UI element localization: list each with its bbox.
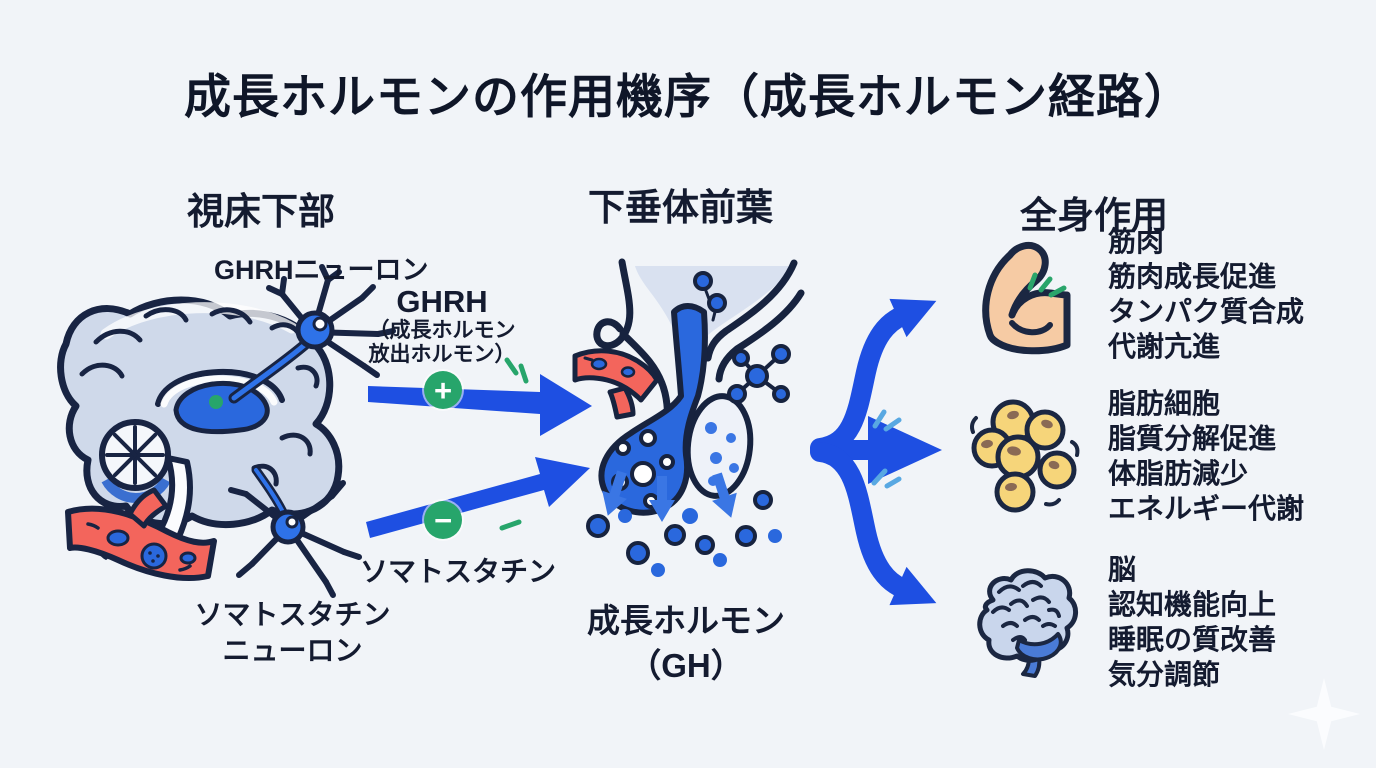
target-title-brain: 脳 [1108, 554, 1137, 585]
effect-line: 脂質分解促進 [1108, 423, 1277, 454]
cerebellum [99, 419, 171, 503]
effect-group-fat: 脂肪細胞 脂質分解促進 体脂肪減少 エネルギー代謝 [1108, 386, 1304, 526]
target-title-fat: 脂肪細胞 [1108, 388, 1221, 419]
section-header-hypothalamus: 視床下部 [187, 191, 335, 232]
gh-molecule-icon [727, 344, 791, 404]
green-sparkle-ticks [499, 357, 529, 531]
hypothalamus-region [173, 380, 270, 435]
ghrh-neuron-icon [228, 264, 396, 404]
gh-release-arrows [602, 470, 737, 522]
brain-icon [977, 568, 1078, 678]
diagram-title: 成長ホルモンの作用機序（成長ホルモン経路） [184, 70, 1192, 123]
ghrh-neuron-label: GHRHニューロン [214, 255, 429, 285]
effect-line: タンパク質合成 [1108, 296, 1305, 327]
effect-line: 筋肉成長促進 [1108, 261, 1277, 292]
effect-line: 代謝亢進 [1108, 331, 1221, 362]
blood-vessel-icon [65, 487, 217, 581]
gh-label-block: 成長ホルモン （GH） [566, 598, 806, 688]
somatostatin-neuron-label-line1: ソマトスタチン [194, 599, 391, 630]
gh-secreted-dots [586, 490, 782, 577]
somatostatin-label: ソマトスタチン [360, 556, 557, 587]
ghrh-sub-label-1: （成長ホルモン [368, 319, 516, 342]
plus-stimulation-icon: + [424, 371, 462, 409]
muscle-icon [982, 241, 1071, 355]
ghrh-label-block: GHRH （成長ホルモン 放出ホルモン） [362, 285, 522, 367]
decorative-sparkle-icon [1288, 678, 1360, 750]
gh-label-line2: （GH） [628, 647, 744, 684]
effect-line: エネルギー代謝 [1108, 493, 1305, 524]
inhibitory-arrow [366, 457, 590, 538]
effect-line: 体脂肪減少 [1108, 458, 1249, 489]
hypothalamus-nucleus-dot [209, 395, 223, 409]
effect-line: 気分調節 [1108, 659, 1221, 690]
muscle-sparkle-ticks [1027, 272, 1067, 298]
fat-cell-icon [970, 399, 1080, 513]
gh-branching-arrows [810, 298, 942, 606]
ghrh-label: GHRH [396, 284, 488, 319]
effect-group-brain: 脳 認知機能向上 睡眠の質改善 気分調節 [1108, 552, 1276, 692]
somatostatin-neuron-label: ソマトスタチン ニューロン [170, 597, 415, 669]
effect-line: 睡眠の質改善 [1108, 624, 1277, 655]
pituitary-illustration [572, 258, 805, 577]
somatostatin-neuron-icon [228, 465, 362, 598]
somatostatin-neuron-label-line2: ニューロン [222, 635, 363, 666]
section-header-pituitary: 下垂体前葉 [588, 187, 773, 228]
target-title-muscle: 筋肉 [1108, 226, 1165, 257]
stimulatory-arrow [368, 374, 592, 436]
branch-arrow-bottom [810, 442, 912, 598]
section-header-systemic: 全身作用 [1020, 195, 1168, 236]
fat-cell-nuclei [981, 410, 1060, 492]
minus-inhibition-icon: − [424, 501, 462, 539]
pituitary-blood-vessel-icon [572, 348, 660, 420]
branch-arrow-top [810, 306, 912, 458]
effect-group-muscle: 筋肉 筋肉成長促進 タンパク質合成 代謝亢進 [1108, 224, 1304, 364]
effect-line: 認知機能向上 [1108, 589, 1277, 620]
ghrh-sub-label-2: 放出ホルモン） [368, 343, 516, 366]
hypothalamus-brain-illustration [57, 264, 396, 598]
brain-icon-cerebellum [1015, 632, 1063, 662]
blue-sparkle-ticks [871, 409, 902, 489]
gh-label-line1: 成長ホルモン [587, 602, 785, 639]
